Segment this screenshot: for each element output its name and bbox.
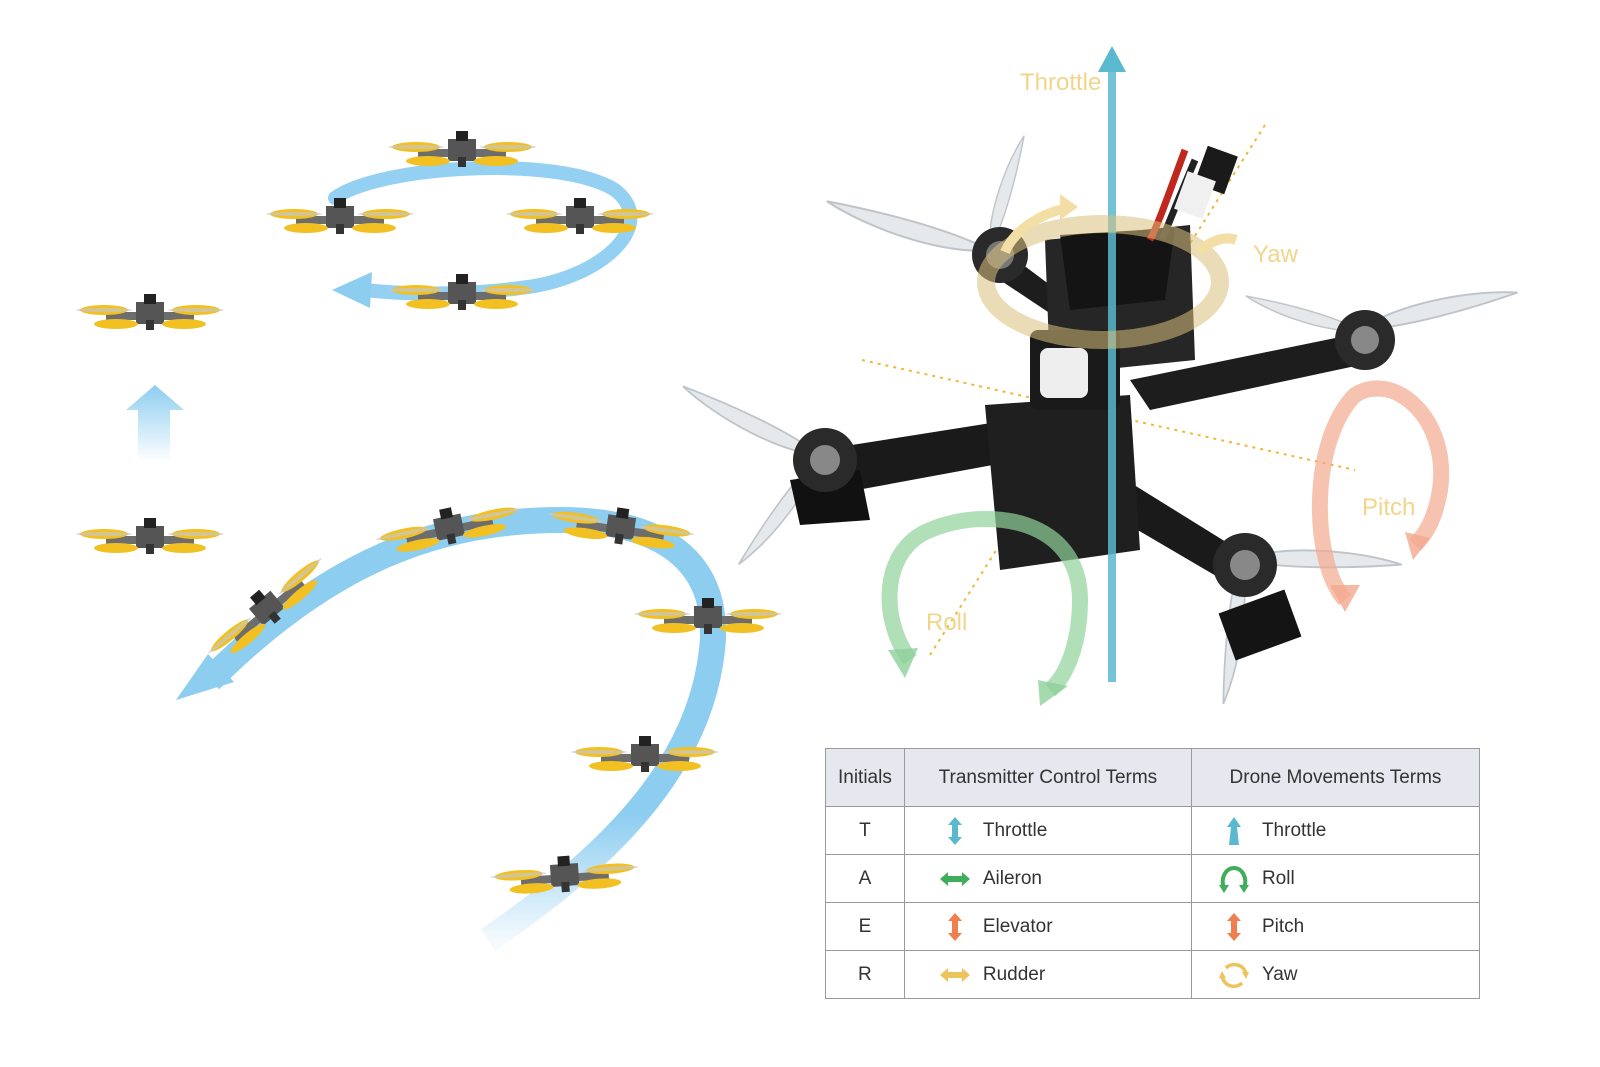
control-terms-table: Initials Transmitter Control Terms Drone… (825, 748, 1481, 999)
horizontal-double-arrow-icon (939, 871, 970, 886)
yaw-loop-arrowhead (332, 272, 372, 308)
main-drone (678, 124, 1521, 706)
yaw-circle-icon (1218, 962, 1249, 988)
yaw-ring (977, 194, 1238, 349)
control-term: Throttle (982, 819, 1048, 841)
roll-arc-icon (1218, 865, 1249, 893)
mini-drones (76, 131, 782, 898)
table-header-row: Initials Transmitter Control Terms Drone… (825, 748, 1481, 807)
control-term: Rudder (982, 963, 1046, 985)
row-initial: R (825, 950, 905, 999)
row-initial: E (825, 902, 905, 951)
table-row: A Aileron Roll (825, 854, 1481, 903)
flight-path-arrows (126, 161, 727, 951)
yaw-axis-label: Yaw (1253, 241, 1299, 268)
table-row: T Throttle Throttle (825, 806, 1481, 855)
table-row: E Elevator Pitch (825, 902, 1481, 951)
loop-arrowhead (176, 654, 234, 700)
roll-arc (881, 511, 1089, 706)
vertical-double-arrow-icon (947, 912, 962, 941)
header-initials: Initials (825, 748, 905, 807)
movement-term: Roll (1261, 867, 1295, 889)
header-transmitter-terms: Transmitter Control Terms (903, 748, 1192, 807)
roll-axis-label: Roll (926, 609, 967, 636)
control-term: Elevator (982, 915, 1053, 937)
vertical-double-arrow-icon (947, 816, 962, 845)
movement-term: Throttle (1261, 819, 1327, 841)
throttle-axis-label: Throttle (1020, 69, 1101, 96)
control-term: Aileron (982, 867, 1042, 889)
table-row: R Rudder Yaw (825, 950, 1481, 999)
pitch-axis-label: Pitch (1362, 494, 1415, 521)
header-movement-terms: Drone Movements Terms (1190, 748, 1481, 807)
row-initial: A (825, 854, 905, 903)
climb-arrow (126, 385, 184, 462)
loop-arrow (200, 506, 727, 951)
row-initial: T (825, 806, 905, 855)
up-arrow-icon (1226, 816, 1241, 845)
horizontal-double-arrow-icon (939, 967, 970, 982)
throttle-axis (1098, 46, 1126, 682)
movement-term: Yaw (1261, 963, 1298, 985)
vertical-double-arrow-icon (1226, 912, 1241, 941)
movement-term: Pitch (1261, 915, 1305, 937)
pitch-arc (1311, 380, 1450, 612)
